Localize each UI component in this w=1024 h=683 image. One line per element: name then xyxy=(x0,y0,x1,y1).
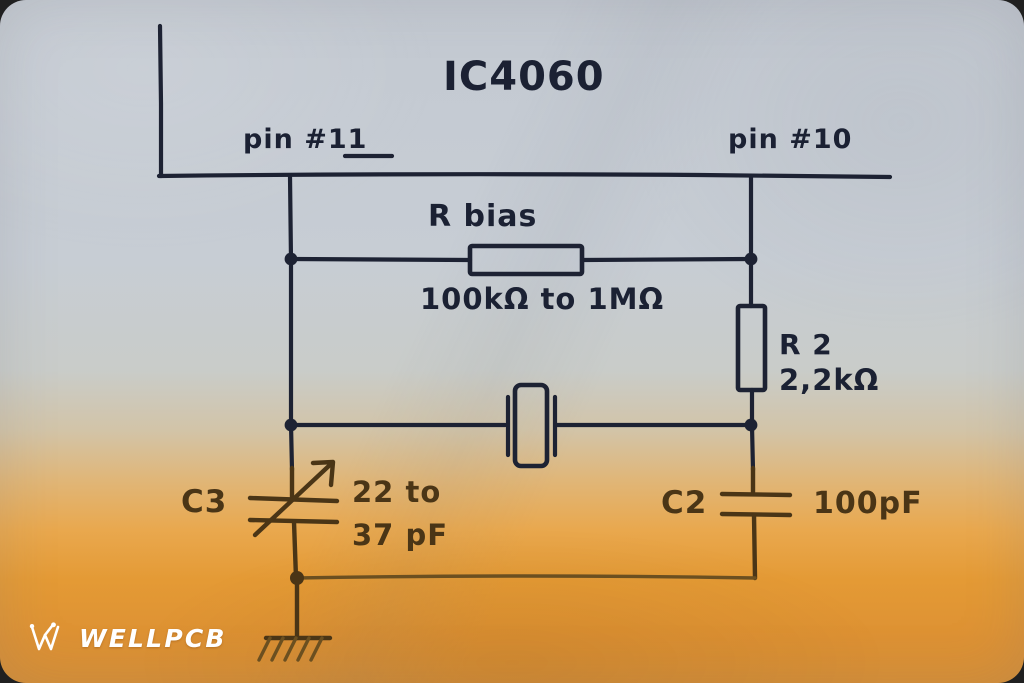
junction-dot-right-crystal xyxy=(744,418,758,432)
r-bias-value: 100kΩ to 1MΩ xyxy=(420,282,664,316)
left-vertical-wire xyxy=(287,173,295,473)
r2-designator: R 2 xyxy=(779,328,833,361)
wellpcb-w-logo-icon xyxy=(29,622,60,651)
crystal-branch xyxy=(288,382,754,469)
top-left-corner-wire xyxy=(157,23,164,179)
c2-value: 100pF xyxy=(813,486,923,521)
c3-value-line1: 22 to xyxy=(352,475,441,509)
r-bias-branch xyxy=(288,243,754,277)
ground-symbol xyxy=(257,575,333,662)
r-bias-designator: R bias xyxy=(428,199,537,234)
r2-resistor xyxy=(735,303,768,393)
c3-variable-capacitor xyxy=(247,459,340,581)
pin-right-label: pin #10 xyxy=(728,124,852,155)
c2-designator: C2 xyxy=(661,485,707,521)
c2-fixed-capacitor xyxy=(719,465,793,581)
junction-dot-right-rbias xyxy=(744,252,758,266)
r2-value: 2,2kΩ xyxy=(779,363,879,397)
junction-dot-left-crystal xyxy=(284,418,298,432)
pin-left-label: pin #11 xyxy=(243,124,367,155)
top-rail-wire xyxy=(156,172,893,180)
circuit-title: IC4060 xyxy=(443,54,605,100)
c3-designator: C3 xyxy=(181,484,227,520)
wellpcb-watermark: WELLPCB xyxy=(28,621,227,655)
junction-dot-ground xyxy=(290,571,304,585)
c3-value-line2: 37 pF xyxy=(352,518,448,552)
bottom-ground-rail-wire xyxy=(294,574,757,580)
junction-dot-left-rbias xyxy=(284,252,298,266)
wellpcb-wordmark: WELLPCB xyxy=(79,623,227,653)
